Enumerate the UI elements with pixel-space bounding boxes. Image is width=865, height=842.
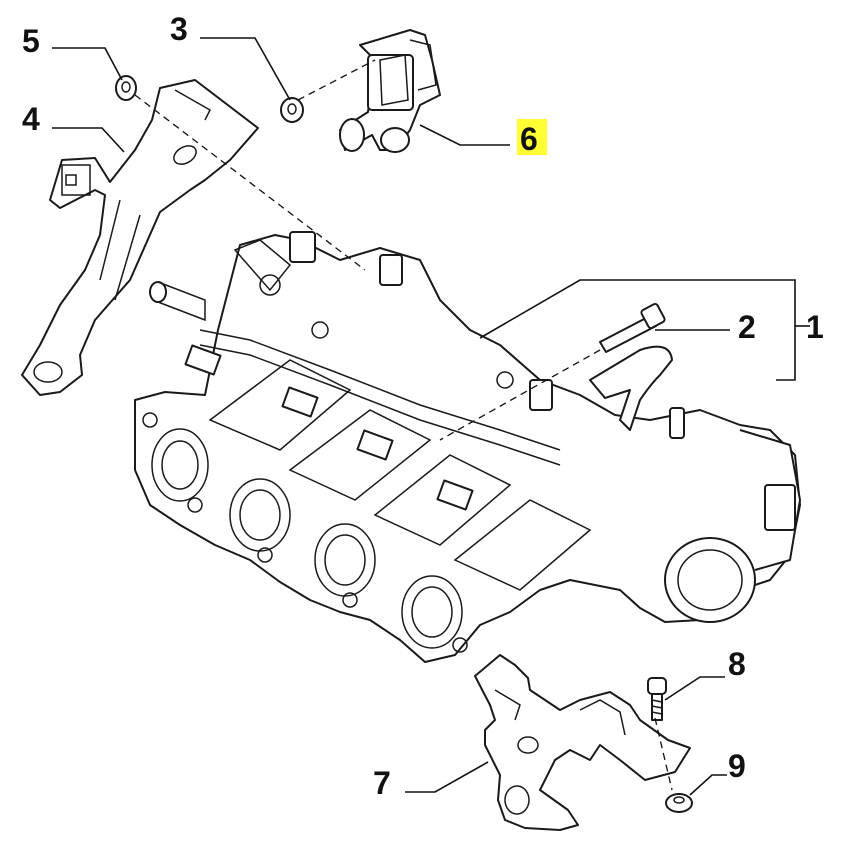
- part-3-nut[interactable]: [280, 97, 304, 123]
- part-5-nut[interactable]: [115, 75, 137, 101]
- callout-6[interactable]: 6: [520, 121, 538, 157]
- part-7-bracket[interactable]: [474, 654, 691, 831]
- callout-1[interactable]: 1: [806, 309, 824, 345]
- callout-7[interactable]: 7: [373, 765, 391, 801]
- part-1-intake-manifold[interactable]: [134, 231, 801, 663]
- assembly-lines: [134, 59, 673, 791]
- callout-4[interactable]: 4: [22, 101, 40, 137]
- part-8-screw[interactable]: [647, 677, 667, 721]
- callout-5[interactable]: 5: [22, 23, 40, 59]
- part-4-bracket[interactable]: [21, 79, 259, 396]
- callout-9[interactable]: 9: [728, 748, 746, 784]
- part-9-nut[interactable]: [665, 793, 693, 813]
- callout-6-highlight: [517, 119, 547, 155]
- callout-2[interactable]: 2: [738, 309, 756, 345]
- part-6-valve[interactable]: [339, 29, 441, 153]
- callout-8[interactable]: 8: [728, 646, 746, 682]
- callouts: 1 2 3 4 5 6 7 8 9: [22, 11, 824, 801]
- callout-3[interactable]: 3: [170, 11, 188, 47]
- leader-lines: [52, 37, 810, 796]
- part-2-bolt[interactable]: [599, 303, 666, 353]
